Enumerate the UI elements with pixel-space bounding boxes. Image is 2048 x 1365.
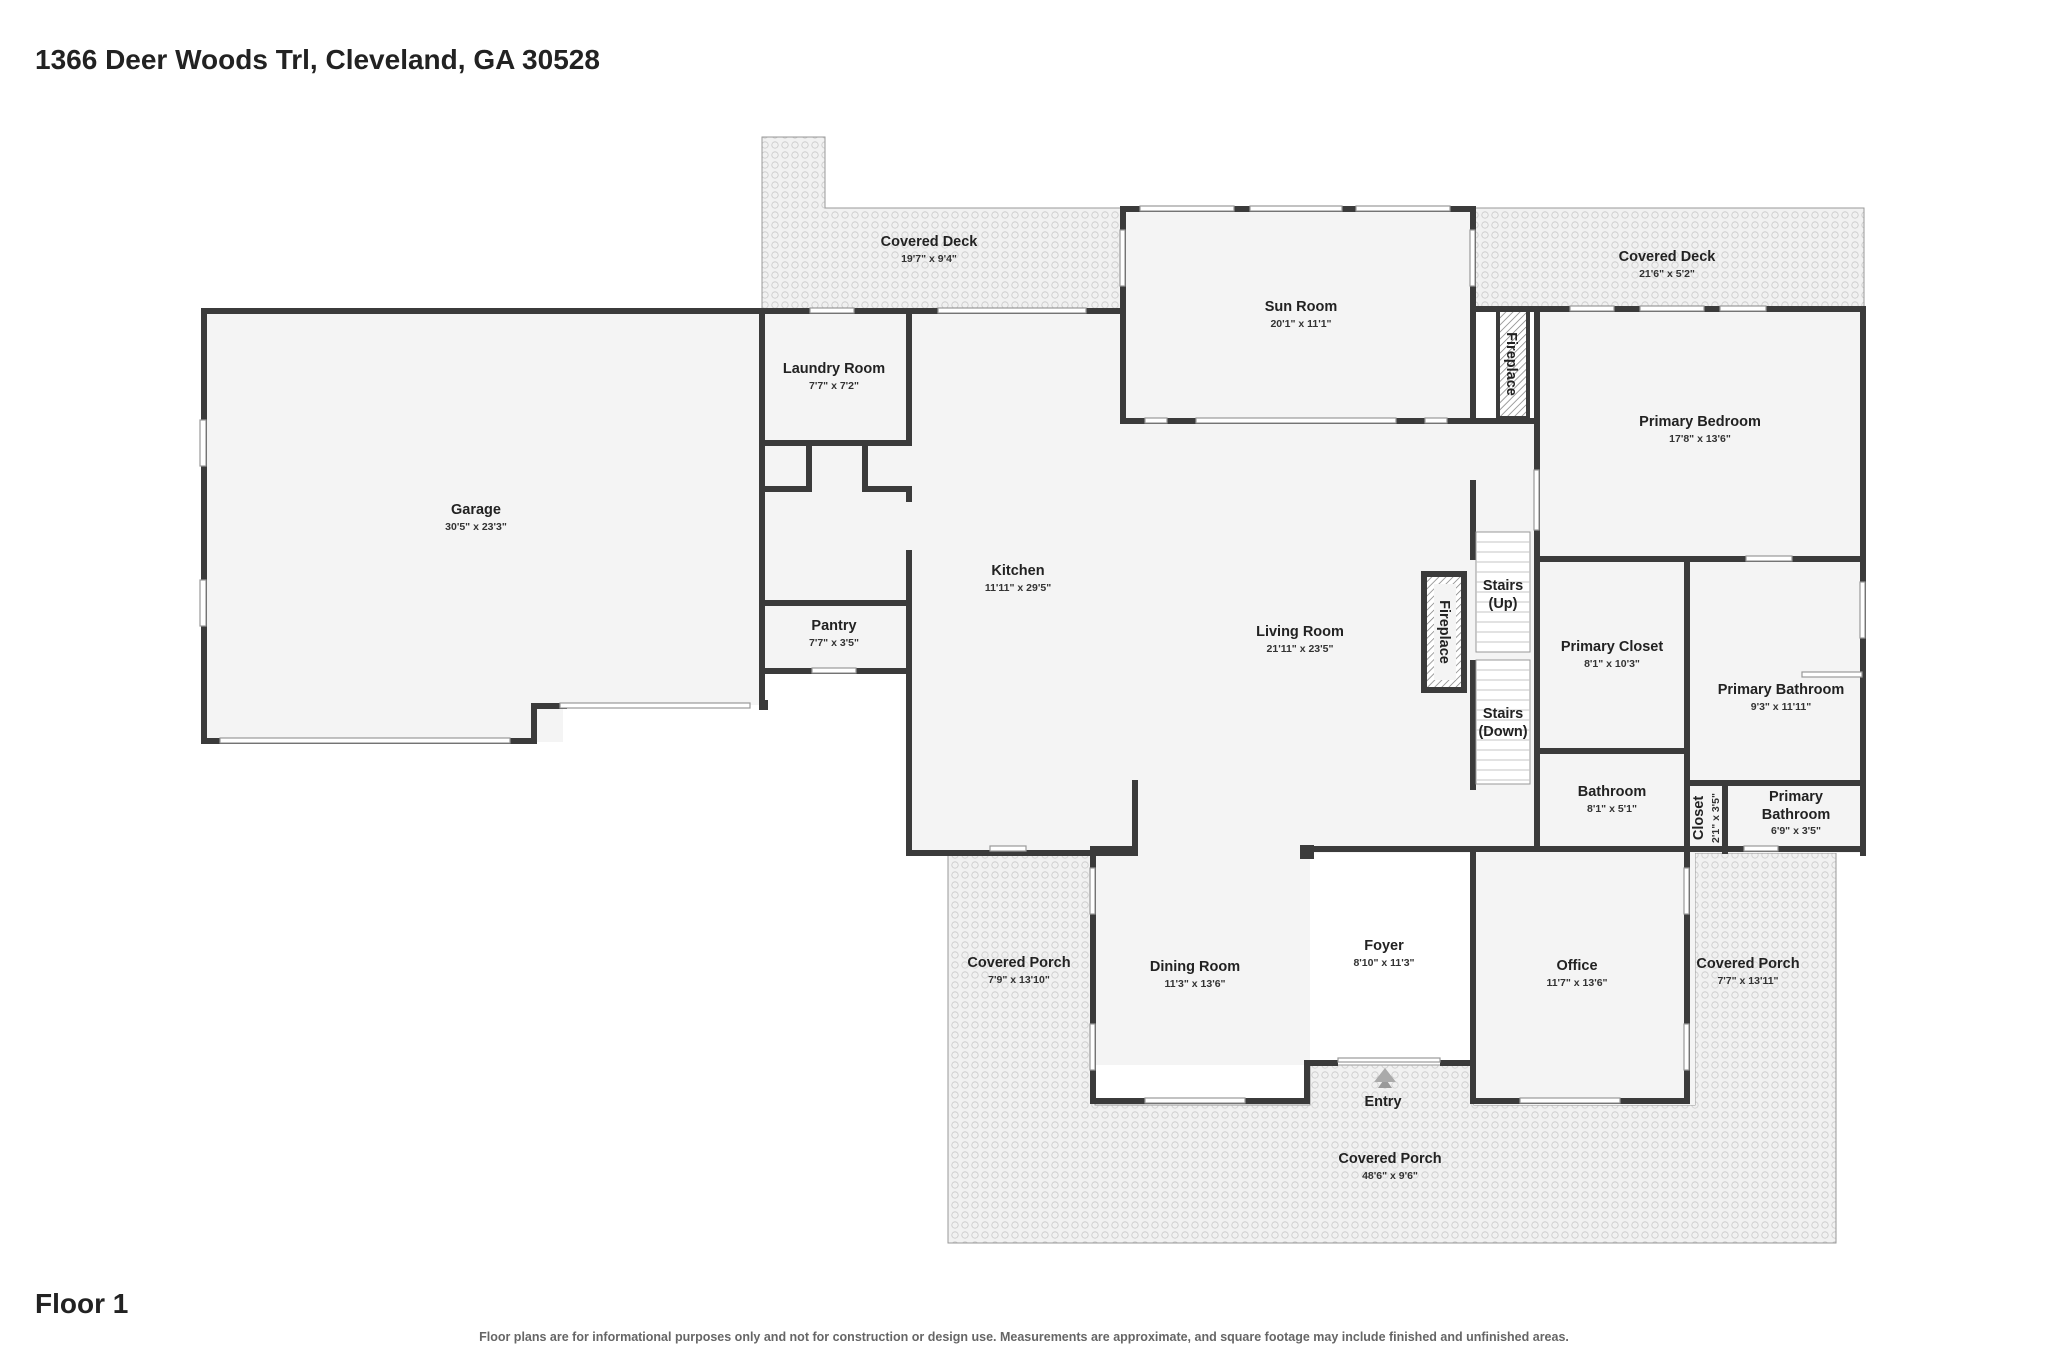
page-title: 1366 Deer Woods Trl, Cleveland, GA 30528 [35,44,600,75]
label-primary-bathroom: Primary Bathroom [1718,682,1845,698]
label-covered-deck-left: Covered Deck [881,234,979,250]
dims-primary-bedroom: 17'8" x 13'6" [1669,433,1731,445]
label-fireplace-mid: Fireplace [1436,600,1452,664]
dims-laundry-room: 7'7" x 7'2" [809,380,859,392]
stair-treads [1476,541,1530,781]
dims-covered-porch-left: 7'9" x 13'10" [988,974,1050,986]
dims-covered-deck-left: 19'7" x 9'4" [901,253,957,265]
covered-deck-left [761,136,1123,311]
dims-dining-room: 11'3" x 13'6" [1164,978,1225,990]
label-office: Office [1556,958,1597,974]
dims-covered-porch-right: 7'7" x 13'11" [1717,975,1778,987]
disclaimer: Floor plans are for informational purpos… [479,1330,1569,1344]
covered-porch-area [947,852,1837,1244]
interior-floor [203,208,1864,1105]
dims-covered-porch-front: 48'6" x 9'6" [1362,1170,1418,1182]
label-foyer: Foyer [1364,938,1404,954]
label-closet: Closet [1691,796,1707,840]
dims-living-room: 21'11" x 23'5" [1267,643,1334,655]
label-living-room: Living Room [1256,624,1344,640]
dims-sun-room: 20'1" x 11'1" [1270,318,1331,330]
dims-closet: 2'1" x 3'5" [1710,793,1722,843]
dims-primary-bathroom-small: 6'9" x 3'5" [1771,825,1821,837]
entry-arrow-icon [1378,1078,1392,1088]
label-covered-porch-left: Covered Porch [967,955,1070,971]
stairs-down [1475,659,1531,785]
label-stairs-down-2: (Down) [1478,724,1527,740]
label-dining-room: Dining Room [1150,959,1240,975]
covered-deck-right [1472,207,1865,309]
dims-garage: 30'5" x 23'3" [445,521,507,533]
label-pantry: Pantry [811,618,856,634]
label-primary-bathroom-small: Primary [1769,789,1823,805]
label-garage: Garage [451,502,501,518]
label-primary-bathroom-small-2: Bathroom [1762,807,1830,823]
label-fireplace-top: Fireplace [1503,332,1519,396]
dims-covered-deck-right: 21'6" x 5'2" [1639,268,1695,280]
label-stairs-up-2: (Up) [1489,596,1518,612]
label-bathroom: Bathroom [1578,784,1646,800]
dims-primary-closet: 8'1" x 10'3" [1584,658,1640,670]
label-sun-room: Sun Room [1265,299,1338,315]
label-entry: Entry [1364,1094,1401,1110]
dims-kitchen: 11'11" x 29'5" [985,582,1051,594]
label-covered-deck-right: Covered Deck [1619,249,1717,265]
label-covered-porch-front: Covered Porch [1338,1151,1441,1167]
label-laundry-room: Laundry Room [783,361,885,377]
dims-foyer: 8'10" x 11'3" [1353,957,1414,969]
label-primary-bedroom: Primary Bedroom [1639,414,1761,430]
label-primary-closet: Primary Closet [1561,639,1664,655]
label-covered-porch-right: Covered Porch [1696,956,1799,972]
dims-bathroom: 8'1" x 5'1" [1587,803,1637,815]
floor-label: Floor 1 [35,1288,129,1319]
dims-office: 11'7" x 13'6" [1546,977,1607,989]
fireplace-top [1496,308,1530,420]
label-stairs-up: Stairs [1483,578,1523,594]
dims-primary-bathroom: 9'3" x 11'11" [1751,701,1812,713]
fireplace-mid [1421,571,1467,693]
dims-pantry: 7'7" x 3'5" [809,637,859,649]
label-kitchen: Kitchen [991,563,1044,579]
label-stairs-down: Stairs [1483,706,1523,722]
room-labels: Covered Deck 19'7" x 9'4" Sun Room 20'1"… [445,234,1844,1182]
windows [199,205,1866,1104]
